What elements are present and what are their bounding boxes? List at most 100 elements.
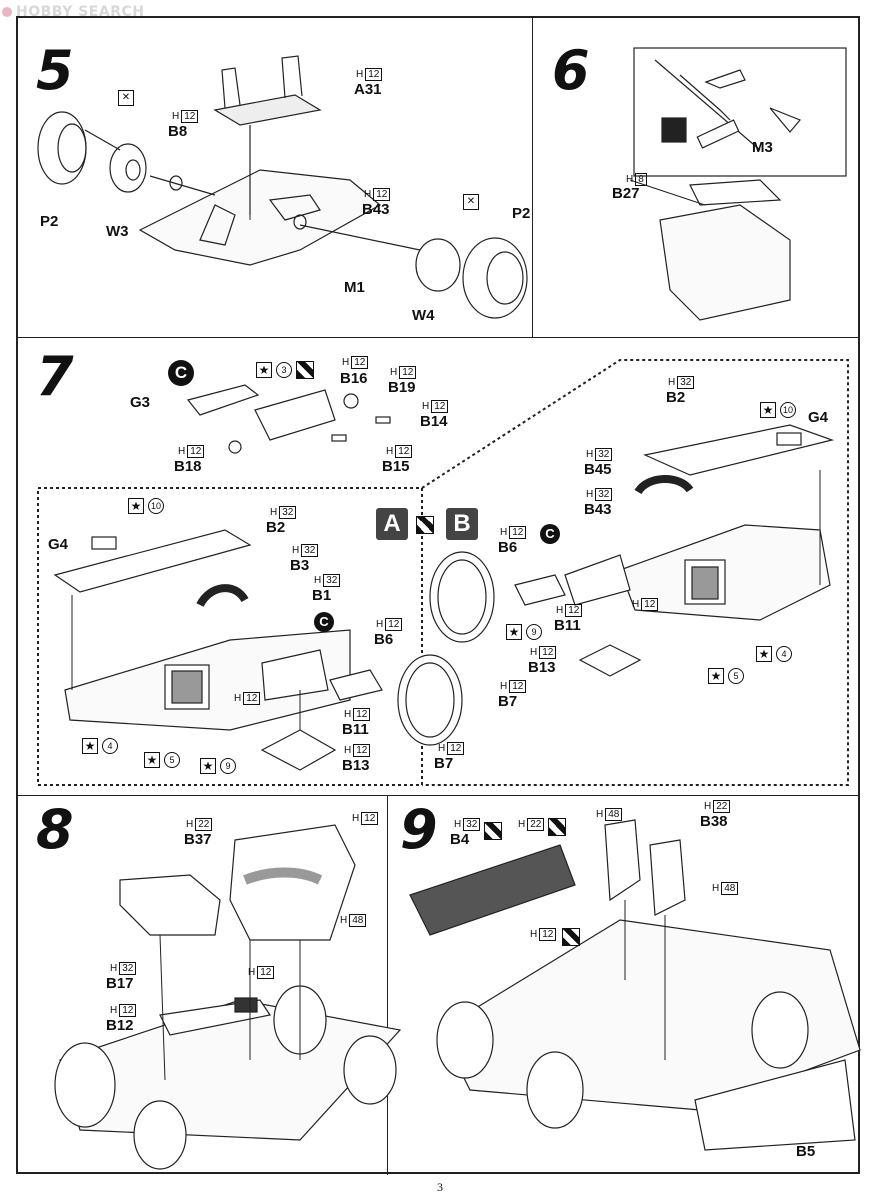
part-b-b43: B43: [584, 501, 612, 518]
divider-top: [16, 337, 860, 338]
paint-number-a-5: 5: [164, 752, 180, 768]
star-icon-b-4: ★: [756, 646, 772, 662]
part-b-b13: B13: [528, 659, 556, 676]
variant-a-badge: A: [376, 508, 408, 540]
part-b18: B18: [174, 458, 202, 475]
paint-number-b-9: 9: [526, 624, 542, 640]
star-icon-a-9: ★: [200, 758, 216, 774]
part-p2-left: P2: [40, 213, 59, 230]
part-b17: B17: [106, 975, 134, 992]
part-b-g4: G4: [808, 409, 829, 426]
paint-number-a-4: 4: [102, 738, 118, 754]
part-w4: W4: [412, 307, 435, 324]
part-a-b7: B7: [434, 755, 454, 772]
part-a-b3: B3: [290, 557, 310, 574]
part-m3: M3: [752, 139, 773, 156]
part-b4: B4: [450, 831, 470, 848]
part-b14: B14: [420, 413, 448, 430]
paint-number-b-4: 4: [776, 646, 792, 662]
part-a-g4: G4: [48, 536, 69, 553]
part-a31: A31: [354, 81, 382, 98]
part-g3: G3: [130, 394, 151, 411]
glue-icon-left: ✕: [118, 90, 134, 106]
star-icon: ★: [256, 362, 272, 378]
part-b37: B37: [184, 831, 212, 848]
part-m1: M1: [344, 279, 365, 296]
variant-b-badge: B: [446, 508, 478, 540]
step-7-number: 7: [36, 345, 74, 408]
step-8-number: 8: [36, 798, 74, 861]
step-6-number: 6: [552, 39, 590, 102]
paint-number: 3: [276, 362, 292, 378]
step-9-number: 9: [400, 798, 438, 861]
circle-c-a: C: [314, 612, 334, 632]
circle-c-b: C: [540, 524, 560, 544]
step-5-number: 5: [36, 39, 74, 102]
part-b27: B27: [612, 185, 640, 202]
part-b43: B43: [362, 201, 390, 218]
star-icon-b-g4: ★: [760, 402, 776, 418]
part-b38: B38: [700, 813, 728, 830]
part-b-b11: B11: [554, 617, 581, 634]
checker-icon-dash: [548, 818, 566, 836]
part-w3: W3: [106, 223, 129, 240]
star-icon-b-5: ★: [708, 668, 724, 684]
part-b-b45: B45: [584, 461, 612, 478]
checker-icon-panel: [562, 928, 580, 946]
star-icon-a-g4: ★: [128, 498, 144, 514]
page-frame: [16, 16, 860, 1174]
watermark-logo-icon: [2, 7, 12, 17]
divider-bottom: [16, 795, 860, 796]
part-b12: B12: [106, 1017, 134, 1034]
part-a-b1: B1: [312, 587, 332, 604]
part-a-b6: B6: [374, 631, 394, 648]
star-icon-b-9: ★: [506, 624, 522, 640]
part-b-b7: B7: [498, 693, 518, 710]
checker-icon-b4: [484, 822, 502, 840]
star-icon-a-5: ★: [144, 752, 160, 768]
part-a-b2: B2: [266, 519, 286, 536]
part-b15: B15: [382, 458, 410, 475]
part-b19: B19: [388, 379, 416, 396]
checker-icon-ab: [416, 516, 434, 534]
paint-number-b-g4: 10: [780, 402, 796, 418]
part-b8: B8: [168, 123, 188, 140]
part-a-b11: B11: [342, 721, 369, 738]
part-b5: B5: [796, 1143, 816, 1160]
paint-number-a-g4: 10: [148, 498, 164, 514]
part-b-b2: B2: [666, 389, 686, 406]
part-b-b6: B6: [498, 539, 518, 556]
paint-number-a-9: 9: [220, 758, 236, 774]
divider-vertical: [387, 795, 388, 1175]
